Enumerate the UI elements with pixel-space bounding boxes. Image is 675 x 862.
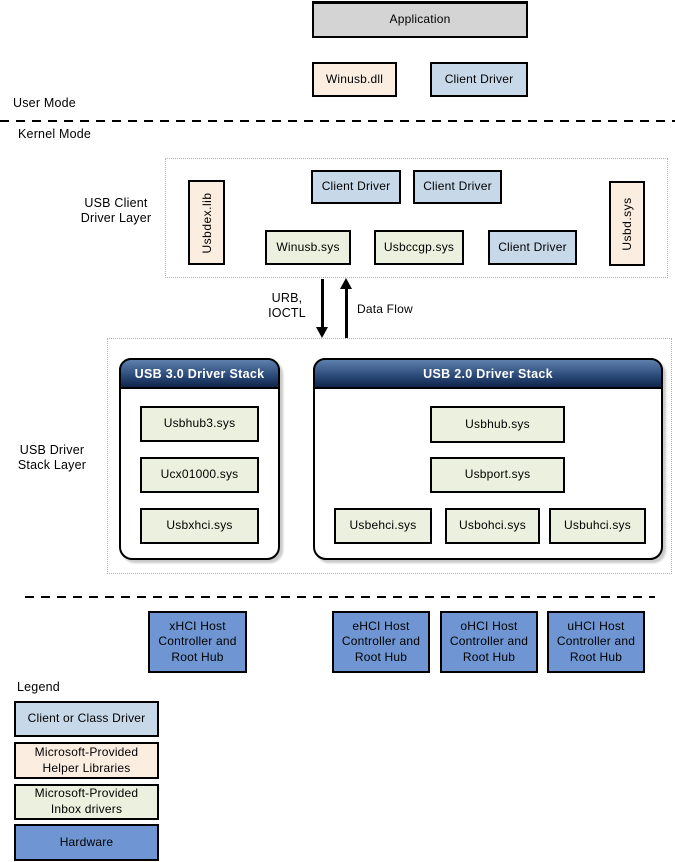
client-driver-box-3: Client Driver [488,230,577,265]
urb-ioctl-label: URB, IOCTL [268,291,306,320]
usbport-sys-box: Usbport.sys [430,457,565,493]
data-flow-up-arrow [345,288,348,338]
down-arrow-head-icon [316,327,328,338]
usb-client-driver-layer-container [165,158,668,278]
usbccgp-sys-box: Usbccgp.sys [374,230,464,265]
usb2-driver-stack-panel: USB 2.0 Driver Stack Usbhub.sys Usbport.… [313,358,663,560]
data-flow-label: Data Flow [357,302,413,316]
ucx01000-sys-box: Ucx01000.sys [140,457,259,493]
user-kernel-divider [0,120,675,122]
xhci-host-controller-box: xHCI Host Controller and Root Hub [148,611,247,673]
uhci-host-controller-box: uHCI Host Controller and Root Hub [547,611,645,673]
client-driver-box-1: Client Driver [311,170,401,204]
up-arrow-head-icon [340,278,352,289]
legend-item-client-driver: Client or Class Driver [14,701,159,737]
usbehci-sys-box: Usbehci.sys [334,508,432,544]
kernel-mode-label: Kernel Mode [18,127,92,141]
usbuhci-sys-box: Usbuhci.sys [549,508,646,544]
usbxhci-sys-box: Usbxhci.sys [140,508,259,544]
legend-item-hardware: Hardware [14,824,159,861]
usbdex-lib-box: Usbdex.lib [188,180,225,265]
usb-driver-stack-layer-container [107,338,672,574]
legend-item-helper-libraries: Microsoft-Provided Helper Libraries [14,742,159,779]
ehci-host-controller-box: eHCI Host Controller and Root Hub [332,611,430,673]
usbhub3-sys-box: Usbhub3.sys [140,406,259,442]
usbohci-sys-box: Usbohci.sys [445,508,540,544]
application-box: Application [312,1,528,38]
winusb-dll-box: Winusb.dll [312,62,397,97]
hardware-divider [25,596,655,598]
legend-item-inbox-drivers: Microsoft-Provided Inbox drivers [14,784,159,820]
client-driver-box-2: Client Driver [413,170,502,204]
usb-client-driver-layer-label: USB Client Driver Layer [80,196,152,225]
legend-title: Legend [17,680,60,694]
client-driver-user-mode-box: Client Driver [430,62,528,97]
usb2-stack-header: USB 2.0 Driver Stack [313,358,663,389]
usb-driver-stack-layer-label: USB Driver Stack Layer [17,443,87,472]
usbhub-sys-box: Usbhub.sys [430,406,565,443]
winusb-sys-box: Winusb.sys [265,230,351,265]
ohci-host-controller-box: oHCI Host Controller and Root Hub [440,611,538,673]
usb3-stack-header: USB 3.0 Driver Stack [119,358,280,389]
user-mode-label: User Mode [13,96,76,110]
urb-ioctl-down-arrow [321,279,324,328]
usbd-sys-box: Usbd.sys [609,181,645,266]
usb3-driver-stack-panel: USB 3.0 Driver Stack Usbhub3.sys Ucx0100… [119,358,280,560]
